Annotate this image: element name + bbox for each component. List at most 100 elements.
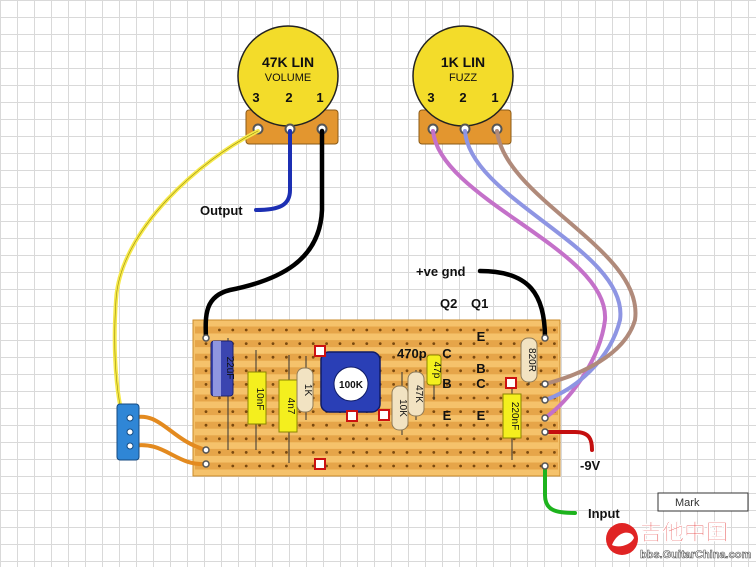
strip-hole: [218, 437, 221, 441]
dc-jack-pin[interactable]: [126, 414, 134, 422]
strip-hole: [526, 383, 529, 386]
resistor-1k[interactable]: 1K: [296, 367, 314, 413]
strip-hole: [472, 355, 476, 359]
strip-hole: [405, 355, 409, 359]
strip-hole: [392, 383, 395, 386]
strip-hole: [512, 369, 516, 373]
dc-jack-pin[interactable]: [126, 442, 134, 450]
strip-hole: [445, 410, 449, 413]
capacitor-22uf[interactable]: 22uF: [210, 340, 235, 397]
strip-hole: [419, 437, 422, 441]
strip-hole: [486, 383, 489, 386]
strip-hole: [432, 437, 436, 441]
fuzz-pot[interactable]: 1K LIN FUZZ 3 2 1: [412, 25, 514, 145]
strip-hole: [459, 410, 462, 413]
strip-hole: [258, 328, 261, 332]
wire-lavender[interactable]: [463, 129, 623, 402]
wire-orange-1[interactable]: [130, 414, 208, 452]
strip-hole: [432, 464, 436, 468]
strip-hole: [472, 437, 476, 441]
wire-purple[interactable]: [431, 129, 608, 420]
resistor-47k[interactable]: 47K: [407, 371, 425, 417]
strip-hole: [445, 328, 449, 332]
strip-hole: [392, 328, 395, 332]
strip-hole: [459, 369, 462, 373]
strip-hole: [311, 451, 315, 454]
strip-hole: [378, 423, 382, 427]
strip-hole: [392, 369, 395, 373]
q2-pin-e: E: [443, 408, 452, 423]
q1-pin-b-top: B: [476, 361, 485, 376]
strip-hole: [392, 437, 395, 441]
q1-pin-e-bottom: E: [477, 408, 486, 423]
capacitor-220nf[interactable]: 220nF: [502, 393, 522, 439]
strip-hole: [271, 383, 275, 386]
strip-hole: [459, 355, 462, 359]
wire-black-volume[interactable]: [203, 128, 325, 341]
strip-hole: [244, 369, 248, 373]
strip-hole: [298, 328, 302, 332]
capacitor-220nf-body: [502, 393, 522, 439]
terminal: [202, 446, 210, 454]
wire-blue-output[interactable]: [254, 129, 292, 212]
fuzz-pin-2-label: 2: [459, 90, 466, 105]
strip-hole: [499, 464, 503, 468]
strip-hole: [311, 410, 315, 413]
strip-hole: [526, 451, 529, 454]
input-label: Input: [588, 506, 620, 521]
strip-hole: [285, 437, 288, 441]
strip-hole: [499, 355, 503, 359]
volume-pin-2-label: 2: [285, 90, 292, 105]
strip-hole: [445, 423, 449, 427]
track-cut: [346, 410, 358, 422]
strip-hole: [472, 342, 476, 345]
strip-hole: [204, 410, 208, 413]
strip-hole: [499, 383, 503, 386]
strip-hole: [472, 410, 476, 413]
strip-hole: [218, 464, 221, 468]
strip-hole: [298, 464, 302, 468]
capacitor-4n7[interactable]: 4n7: [278, 379, 298, 433]
track-cut: [314, 345, 326, 357]
strip-hole: [378, 328, 382, 332]
resistor-47k-label: 47K: [413, 385, 424, 403]
strip-hole: [352, 437, 355, 441]
strip-hole: [271, 451, 275, 454]
trimmer-100k[interactable]: 100K: [320, 351, 381, 413]
strip-hole: [553, 423, 556, 427]
strip-hole: [499, 369, 503, 373]
strip-hole: [472, 383, 476, 386]
wire-brown[interactable]: [495, 129, 638, 386]
strip-hole: [244, 383, 248, 386]
strip-hole: [298, 437, 302, 441]
dc-jack-pin[interactable]: [126, 428, 134, 436]
capacitor-47p[interactable]: 47p: [426, 354, 442, 386]
strip-hole: [499, 437, 503, 441]
strip-hole: [405, 328, 409, 332]
strip-hole: [432, 342, 436, 345]
strip-hole: [204, 355, 208, 359]
fuzz-pin-3-label: 3: [427, 90, 434, 105]
volume-pot[interactable]: 47K LIN VOLUME 3 2 1: [237, 25, 339, 145]
strip-hole: [244, 423, 248, 427]
q1-pin-c: C: [476, 376, 486, 391]
strip-hole: [539, 342, 543, 345]
resistor-820r[interactable]: 820R: [520, 337, 538, 383]
strip-hole: [231, 328, 235, 332]
strip-hole: [539, 369, 543, 373]
fuzz-pot-name: FUZZ: [449, 72, 477, 84]
capacitor-10nf-label: 10nF: [254, 388, 265, 411]
dc-jack[interactable]: [116, 403, 140, 461]
wire-green-input[interactable]: [543, 464, 577, 515]
capacitor-10nf[interactable]: 10nF: [247, 371, 267, 425]
strip-hole: [378, 437, 382, 441]
wire-red-9v[interactable]: [543, 430, 594, 452]
strip-hole: [352, 451, 355, 454]
strip-hole: [405, 369, 409, 373]
wire-orange-2[interactable]: [130, 443, 208, 467]
wire-black-gnd[interactable]: [477, 268, 548, 341]
strip-hole: [512, 451, 516, 454]
strip-hole: [512, 464, 516, 468]
resistor-10k[interactable]: 10K: [391, 385, 409, 431]
